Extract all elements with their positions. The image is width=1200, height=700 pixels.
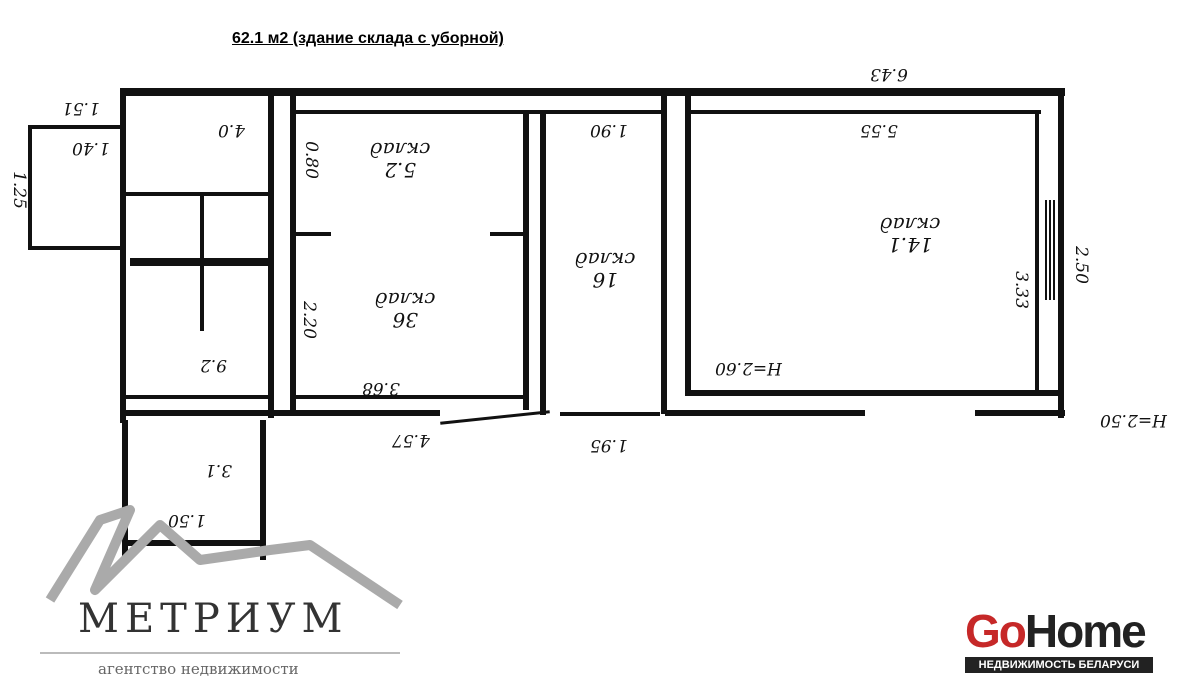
- dimension: 3.1: [205, 460, 233, 480]
- metrium-tagline: агентство недвижимости: [98, 660, 299, 678]
- gohome-tagline: НЕДВИЖИМОСТЬ БЕЛАРУСИ: [965, 657, 1153, 673]
- dimension: 1.40: [72, 138, 110, 158]
- dimension: 5.55: [860, 120, 898, 140]
- dimension: 1.90: [590, 120, 628, 140]
- metrium-logo-mark: [45, 505, 403, 610]
- dimension: 4.0: [218, 120, 246, 140]
- dimension: 2.50: [1070, 246, 1091, 284]
- dimension: 3.33: [1010, 271, 1031, 309]
- dimension: 2.20: [298, 301, 319, 339]
- logo-divider: [40, 652, 400, 654]
- dimension: 1.51: [62, 98, 100, 118]
- plan-title: 62.1 м2 (здание склада с уборной): [232, 30, 504, 47]
- dimension: H=2.50: [1100, 410, 1167, 430]
- dimension: H=2.60: [715, 358, 782, 378]
- dimension: 1.25: [8, 171, 29, 209]
- dimension: 4.57: [392, 430, 430, 450]
- dimension: 1.95: [590, 435, 628, 455]
- dimension: 3.68: [362, 378, 400, 398]
- dimension: 0.80: [300, 141, 321, 179]
- metrium-logo: МЕТРИУМ: [78, 596, 349, 642]
- gohome-logo: GoHome: [965, 605, 1147, 657]
- dimension: 9.2: [200, 355, 228, 375]
- dimension: 6.43: [870, 64, 908, 84]
